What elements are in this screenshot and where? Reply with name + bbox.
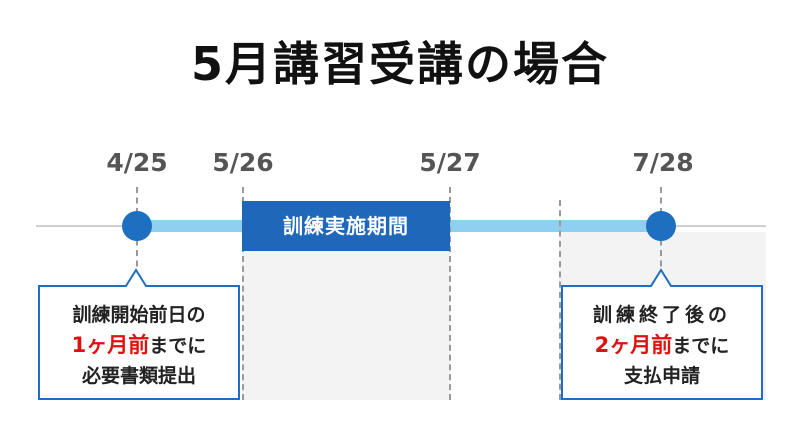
timeline-bar-before: [137, 220, 243, 232]
callout-right: 訓練終了後の 2ヶ月前までに 支払申請: [561, 268, 763, 400]
date-label-start: 4/25: [106, 148, 168, 177]
callout-left-emphasis: 1ヶ月前: [71, 333, 150, 357]
callout-left-line1: 訓練開始前日の: [72, 304, 206, 326]
date-label-begin: 5/26: [212, 148, 274, 177]
callout-left-line3: 必要書類提出: [81, 365, 196, 387]
marker-begin: [242, 187, 244, 400]
date-label-deadline: 7/28: [632, 148, 694, 177]
callout-left-frame: [38, 268, 240, 400]
period-shade: [242, 232, 450, 400]
date-label-end: 5/27: [419, 148, 481, 177]
callout-right-line2: までに: [672, 335, 730, 357]
callout-right-emphasis: 2ヶ月前: [594, 333, 673, 357]
timeline-bar-after: [450, 220, 661, 232]
timeline-dot-deadline: [646, 211, 676, 241]
marker-end: [449, 187, 451, 400]
timeline-dot-start: [122, 211, 152, 241]
training-period-label: 訓練実施期間: [242, 201, 450, 251]
callout-right-line1: 訓練終了後の: [592, 304, 731, 326]
page-title: 5月講習受講の場合: [190, 37, 609, 91]
marker-period: [559, 200, 561, 400]
callout-left: 訓練開始前日の 1ヶ月前までに 必要書類提出: [38, 268, 240, 400]
callout-left-line2: までに: [149, 335, 207, 357]
callout-right-line3: 支払申請: [623, 365, 700, 387]
callout-right-frame: [561, 268, 763, 400]
